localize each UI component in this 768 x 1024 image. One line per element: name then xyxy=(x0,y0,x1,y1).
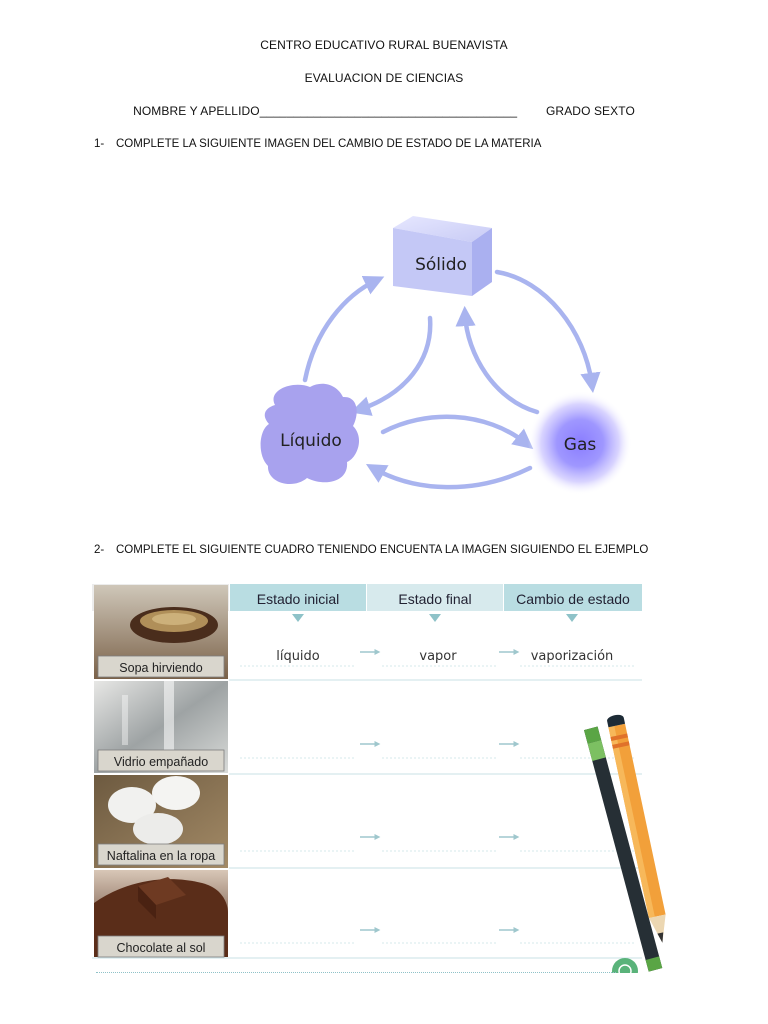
header-final-state: Estado final xyxy=(398,591,471,607)
row-dividers xyxy=(92,679,642,959)
exam-title: EVALUACION DE CIENCIAS xyxy=(304,71,464,85)
header-cell-final xyxy=(367,584,503,611)
arrow-liquid-to-gas xyxy=(380,414,534,450)
page-dotted-divider xyxy=(96,972,616,973)
grade-label: GRADO SEXTO xyxy=(546,104,635,118)
solid-cube xyxy=(393,216,492,296)
pencils-illustration xyxy=(584,714,666,972)
arrow-solid-to-liquid xyxy=(350,315,433,416)
question-2-number: 2- xyxy=(94,544,105,556)
header-down-arrow xyxy=(566,614,578,622)
header-cell-change xyxy=(504,584,642,611)
row-caption-glass: Vidrio empañado xyxy=(114,755,208,769)
solid-label: Sólido xyxy=(415,255,467,275)
question-2-text: COMPLETE EL SIGUIENTE CUADRO TENIENDO EN… xyxy=(116,544,649,556)
state-change-table: Estado inicial Estado final Cambio de es… xyxy=(92,584,666,973)
arrow-solid-to-gas xyxy=(494,269,601,394)
liquid-label: Líquido xyxy=(280,431,342,451)
question-1: 1- COMPLETE LA SIGUIENTE IMAGEN DEL CAMBI… xyxy=(94,138,541,150)
example-initial-state: líquido xyxy=(276,649,320,664)
arrow-liquid-to-solid xyxy=(302,275,385,383)
school-name: CENTRO EDUCATIVO RURAL BUENAVISTA xyxy=(260,38,508,52)
row-caption-chocolate: Chocolate al sol xyxy=(117,941,206,955)
row-arrows xyxy=(360,649,520,933)
student-info-line: NOMBRE Y APELLIDO_______________________… xyxy=(0,104,768,118)
liquid-blob xyxy=(260,383,360,485)
row-caption-mothballs: Naftalina en la ropa xyxy=(107,849,215,863)
example-final-state: vapor xyxy=(419,649,457,664)
question-1-text: COMPLETE LA SIGUIENTE IMAGEN DEL CAMBIO … xyxy=(116,138,542,150)
arrow-gas-to-solid xyxy=(455,305,540,415)
gas-label: Gas xyxy=(564,435,597,455)
arrow-gas-to-liquid xyxy=(365,463,533,490)
header-cell-initial xyxy=(230,584,366,611)
question-1-number: 1- xyxy=(94,138,105,150)
state-change-diagram: Sólido Líquido Gas xyxy=(260,216,632,495)
gas-cloud xyxy=(528,391,632,495)
row-caption-soup: Sopa hirviendo xyxy=(119,661,202,675)
header-initial-state: Estado inicial xyxy=(257,591,340,607)
name-field-label: NOMBRE Y APELLIDO_______________________… xyxy=(133,104,518,118)
question-2: 2- COMPLETE EL SIGUIENTE CUADRO TENIENDO … xyxy=(94,544,648,556)
header-down-arrow xyxy=(429,614,441,622)
header-down-arrow xyxy=(292,614,304,622)
answer-lines xyxy=(240,665,634,944)
corner-badge xyxy=(612,958,638,973)
header-change-of-state: Cambio de estado xyxy=(516,591,630,607)
example-change-of-state: vaporización xyxy=(531,649,614,664)
